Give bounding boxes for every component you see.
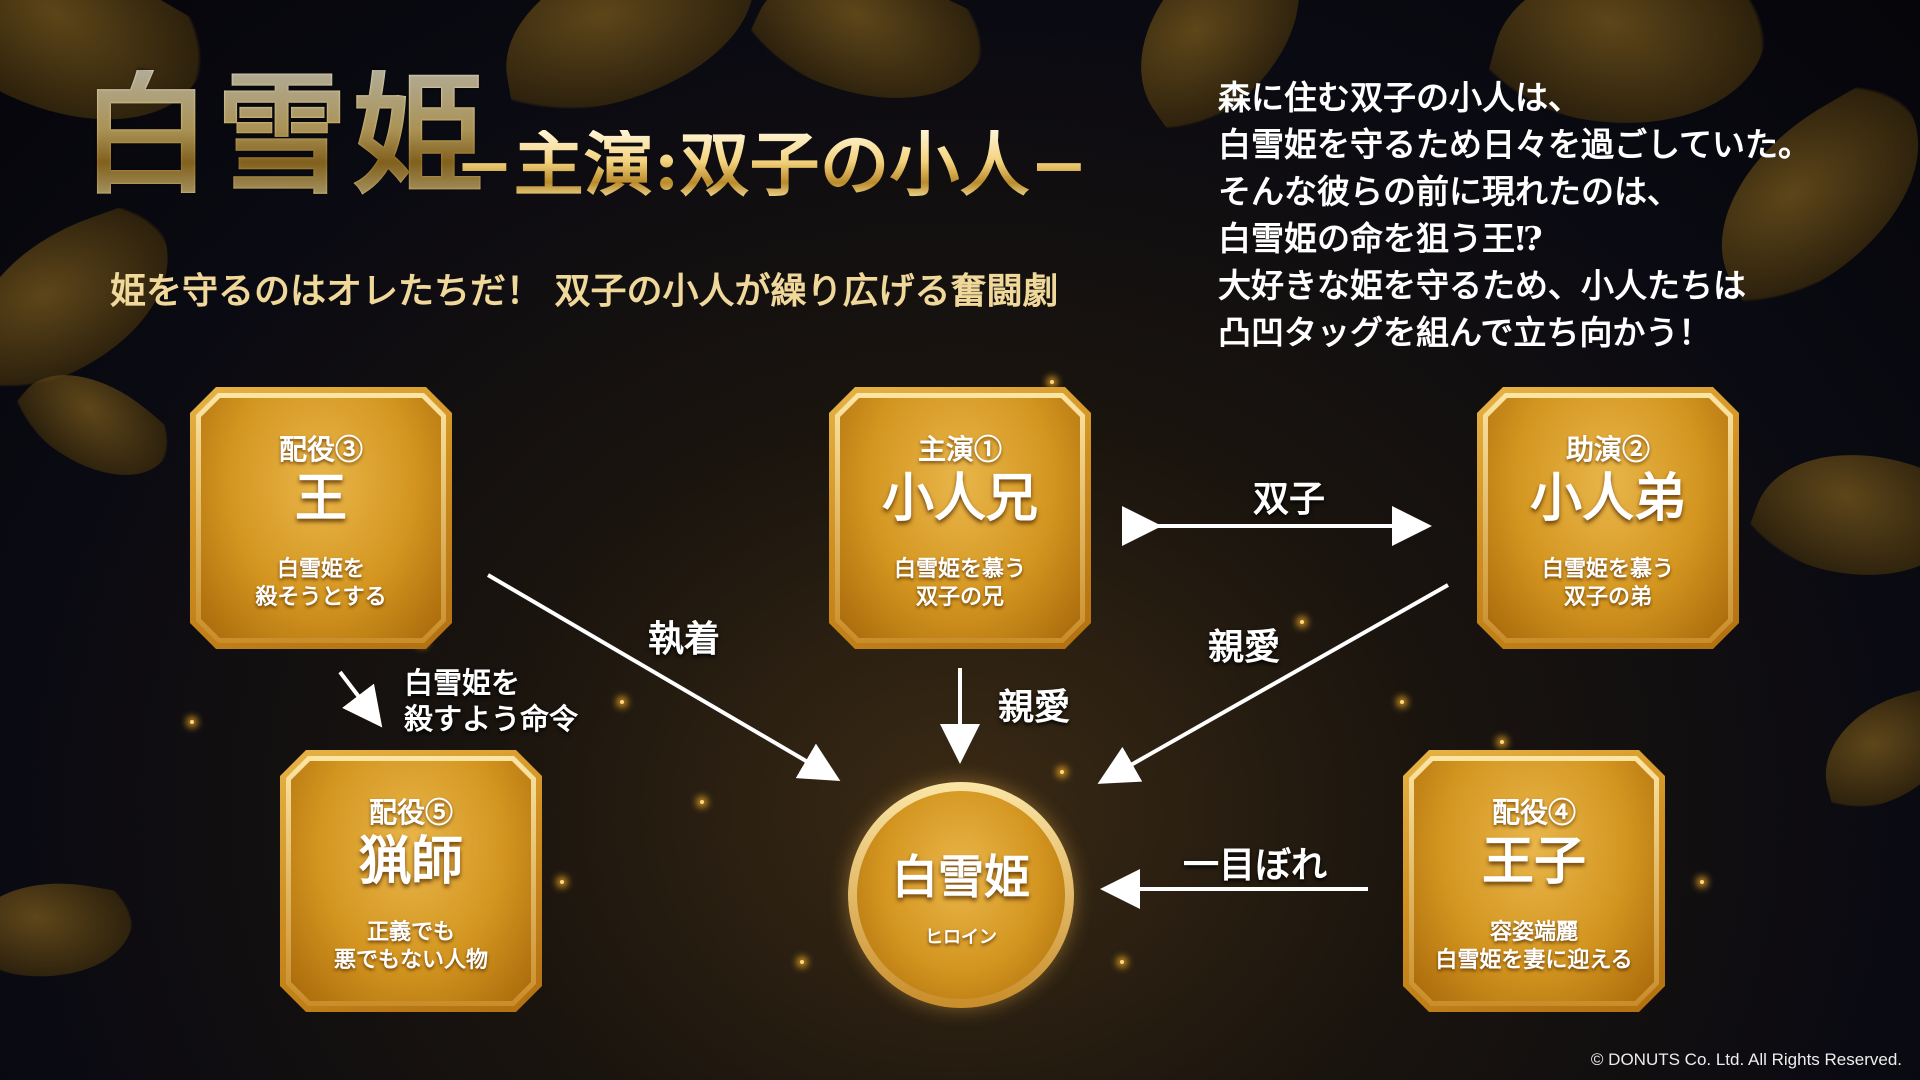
story-text: 森に住む双子の小人は、 白雪姫を守るため日々を過ごしていた。 そんな彼らの前に現… [1218,74,1898,356]
card-name: 猟師 [358,831,463,892]
heroine-circle: 白雪姫 ヒロイン [848,782,1074,1008]
card-role: 配役⑤ [368,796,453,829]
label-affection-elder: 親愛 [998,686,1071,728]
story-line: 大好きな姫を守るため、小人たちは [1218,266,1746,305]
card-role: 助演② [1565,433,1650,466]
label-order: 白雪姫を 殺すよう命令 [404,666,579,736]
arrow-affection-younger [1097,583,1449,784]
card-role: 主演① [917,433,1002,466]
card-name: 王子 [1481,831,1586,892]
tagline: 姫を守るのはオレたちだ！ 双子の小人が繰り広げる奮闘劇 [110,270,1059,312]
story-line: 凸凹タッグを組んで立ち向かう！ [1218,313,1712,352]
story-line: 白雪姫の命を狙う王⁉ [1218,219,1544,258]
card-hunter: 配役⑤ 猟師 正義でも 悪でもない人物 [280,750,542,1012]
label-obsession: 執着 [648,618,721,660]
story-line: 森に住む双子の小人は、 [1218,78,1581,117]
copyright: © DONUTS Co. Ltd. All Rights Reserved. [1590,1050,1902,1069]
card-name: 小人弟 [1529,468,1686,529]
card-desc: 容姿端麗 白雪姫を妻に迎える [1435,919,1633,974]
card-name: 王 [294,468,347,529]
card-role: 配役④ [1491,796,1576,829]
card-desc: 白雪姫を慕う 双子の弟 [1541,556,1674,611]
card-prince: 配役④ 王子 容姿端麗 白雪姫を妻に迎える [1403,750,1665,1012]
heroine-desc: ヒロイン [925,927,997,948]
card-elder-dwarf: 主演① 小人兄 白雪姫を慕う 双子の兄 [829,387,1091,649]
card-role: 配役③ [278,433,363,466]
card-younger-dwarf: 助演② 小人弟 白雪姫を慕う 双子の弟 [1477,387,1739,649]
card-king: 配役③ 王 白雪姫を 殺そうとする [190,387,452,649]
story-line: そんな彼らの前に現れたのは、 [1218,172,1680,211]
label-love-at-first-sight: 一目ぼれ [1183,844,1328,886]
arrow-obsession [486,573,841,782]
card-desc: 正義でも 悪でもない人物 [333,919,488,974]
page-title: 白雪姫 [80,58,488,213]
card-desc: 白雪姫を 殺そうとする [255,556,387,611]
label-twins: 双子 [1253,478,1326,520]
card-name: 小人兄 [881,468,1038,529]
label-affection-younger: 親愛 [1208,626,1281,668]
heroine-name: 白雪姫 [892,850,1030,904]
page-subtitle: −主演:双子の小人− [455,123,1089,206]
story-line: 白雪姫を守るため日々を過ごしていた。 [1218,125,1812,164]
arrow-order [338,670,383,728]
card-desc: 白雪姫を慕う 双子の兄 [893,556,1026,611]
